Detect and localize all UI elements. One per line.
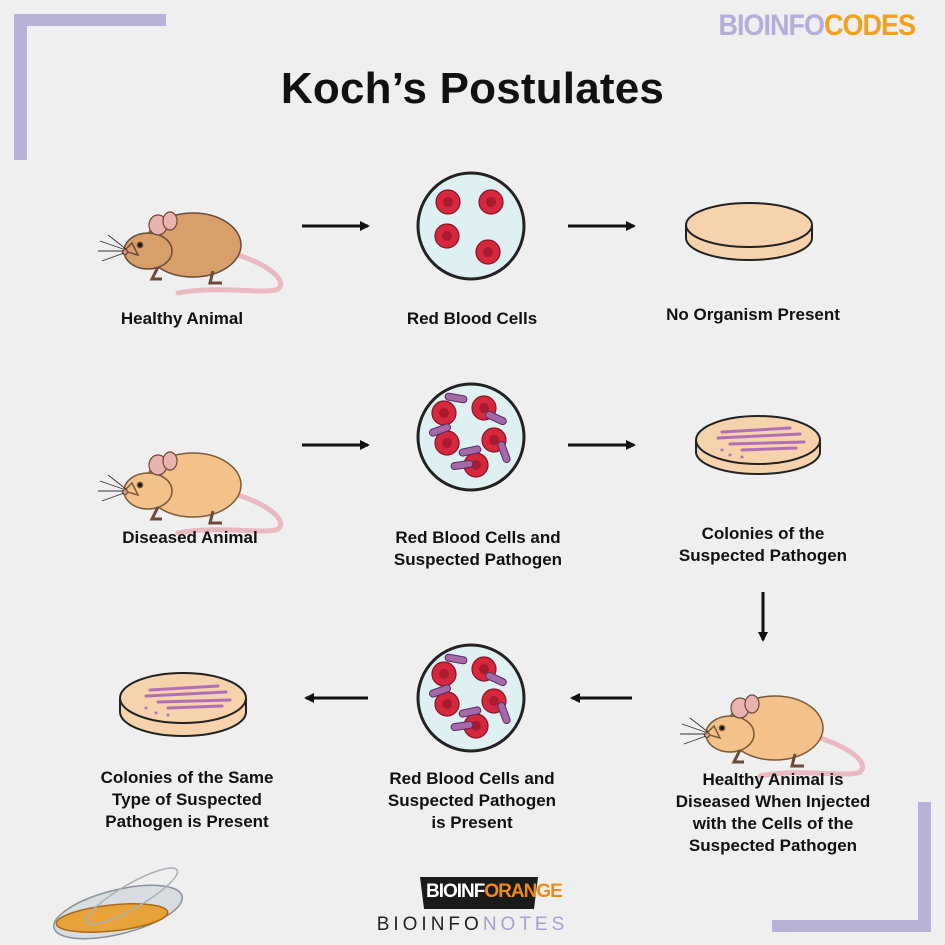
frame-corner-bottom-right: [918, 802, 931, 932]
footer-logo: BIOINFORANGE: [426, 881, 563, 903]
frame-corner-top-left: [14, 14, 27, 160]
footer-petri-dish-icon: [52, 867, 184, 940]
label-rbc-pathogen: Red Blood Cells and Suspected Pathogen: [394, 527, 562, 571]
label-rbc-present-line3: is Present: [431, 813, 513, 832]
label-injected-line1: Healthy Animal is: [702, 770, 844, 789]
label-colonies-line2: Suspected Pathogen: [678, 546, 848, 565]
label-rbc-pathogen-line1: Red Blood Cells and: [395, 528, 561, 547]
label-same-colonies: Colonies of the Same Type of Suspected P…: [101, 767, 274, 833]
label-rbc-pathogen-line2: Suspected Pathogen: [393, 550, 563, 569]
label-injected-line3: with the Cells of the: [692, 814, 854, 833]
footer-notes-part2: NOTES: [482, 914, 569, 935]
pathogen-slide-icon: [416, 382, 526, 492]
pathogen-present-slide-icon: [416, 643, 526, 753]
brand-part1: BIOINFO: [718, 8, 824, 42]
brand-logo: BIOINFOCODES: [718, 8, 916, 42]
brand-part2: CODES: [823, 8, 916, 42]
colony-petri-dish-icon: [695, 415, 821, 475]
footer-logo-backdrop: [420, 877, 538, 909]
empty-petri-dish-icon: [685, 202, 813, 261]
footer-notes: BIOINFONOTES: [0, 914, 945, 936]
healthy-mouse-icon: [98, 212, 281, 293]
label-healthy-animal: Healthy Animal: [120, 309, 244, 328]
injected-mouse-icon: [680, 695, 863, 776]
label-colonies: Colonies of the Suspected Pathogen: [679, 523, 847, 567]
frame-corner-top-left-bar: [14, 14, 166, 26]
footer-logo-part1: BIOINF: [426, 881, 485, 902]
page-title: Koch’s Postulates: [280, 64, 665, 113]
footer-notes-part1: BIOINFO: [376, 914, 483, 935]
label-rbc-present-line1: Red Blood Cells and: [389, 769, 555, 788]
label-red-blood-cells: Red Blood Cells: [406, 309, 538, 328]
label-same-colonies-line2: Type of Suspected: [112, 790, 262, 809]
label-injected: Healthy Animal is Diseased When Injected…: [676, 769, 871, 857]
label-injected-line4: Suspected Pathogen: [688, 836, 858, 855]
label-diseased-animal: Diseased Animal: [122, 528, 258, 547]
label-rbc-present: Red Blood Cells and Suspected Pathogen i…: [388, 768, 556, 834]
label-colonies-line1: Colonies of the: [701, 524, 825, 543]
footer-logo-part2: ORANGE: [484, 881, 562, 902]
label-no-organism: No Organism Present: [666, 305, 840, 324]
same-colony-petri-dish-icon: [119, 672, 247, 737]
label-same-colonies-line1: Colonies of the Same: [100, 768, 274, 787]
label-injected-line2: Diseased When Injected: [675, 792, 871, 811]
frame-corner-bottom-right-bar: [772, 920, 931, 932]
label-rbc-present-line2: Suspected Pathogen: [387, 791, 557, 810]
diseased-mouse-icon: [98, 452, 281, 533]
label-same-colonies-line3: Pathogen is Present: [105, 812, 269, 831]
blood-slide-icon: [416, 171, 526, 281]
